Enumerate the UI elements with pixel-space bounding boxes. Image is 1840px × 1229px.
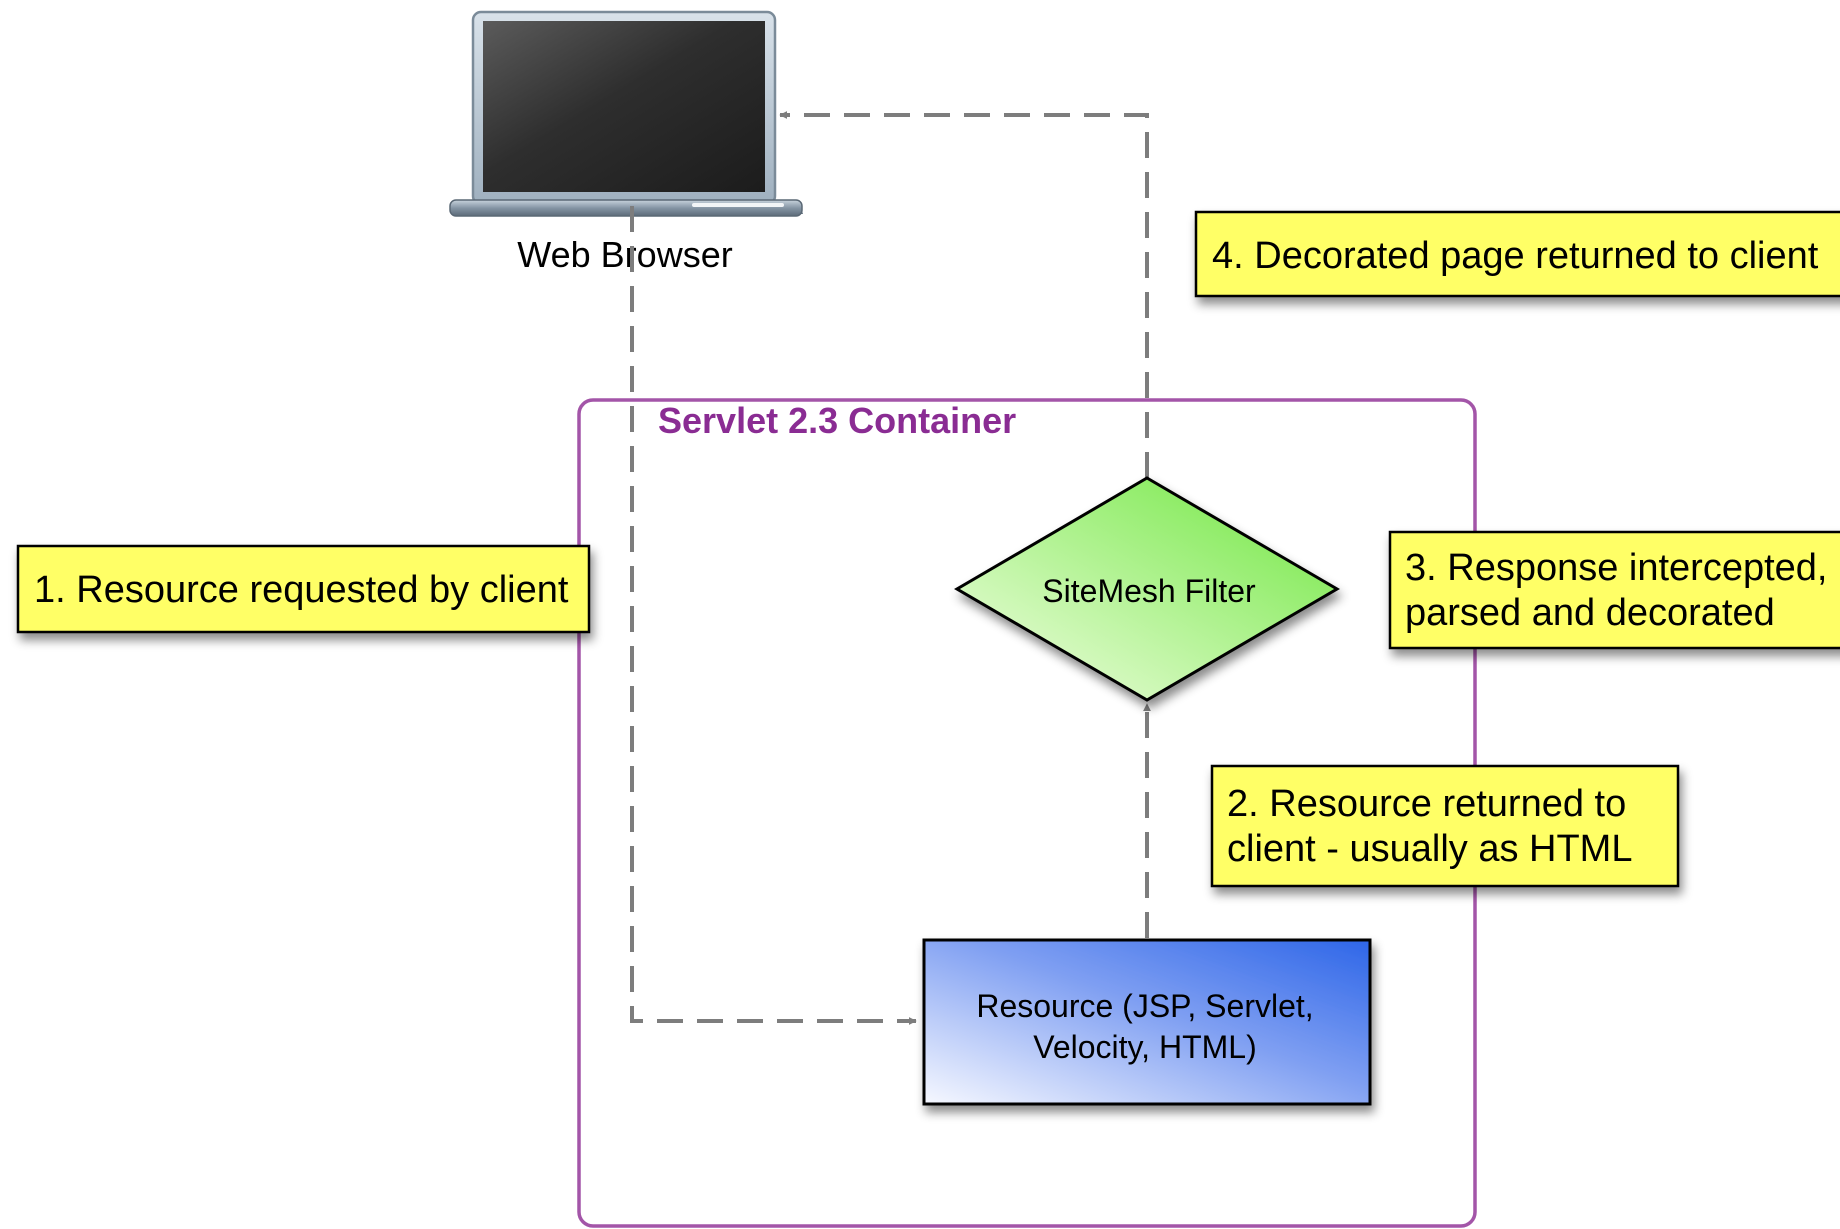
note-step-2-line1: 2. Resource returned to — [1227, 783, 1626, 825]
filter-diamond — [954, 476, 1340, 702]
web-browser-label: Web Browser — [517, 234, 732, 275]
resource-label-line1: Resource (JSP, Servlet, — [976, 988, 1313, 1024]
resource-box — [922, 938, 1372, 1106]
container-title: Servlet 2.3 Container — [658, 400, 1016, 441]
note-step-3-line1: 3. Response intercepted, — [1405, 547, 1828, 589]
note-step-3: 3. Response intercepted, parsed and deco… — [1388, 530, 1840, 650]
note-step-1: 1. Resource requested by client — [16, 544, 591, 634]
sitemesh-filter — [954, 476, 1340, 702]
laptop-icon — [449, 10, 803, 217]
note-step-4-text: 4. Decorated page returned to client — [1212, 235, 1819, 277]
note-step-2: 2. Resource returned to client - usually… — [1210, 764, 1680, 888]
note-step-1-text: 1. Resource requested by client — [34, 569, 569, 611]
filter-to-browser-connector — [779, 111, 1149, 478]
connectors — [630, 111, 1151, 1025]
web-browser-laptop: Web Browser — [449, 10, 803, 275]
note-step-2-line2: client - usually as HTML — [1227, 828, 1632, 870]
sitemesh-filter-label: SiteMesh Filter — [1042, 573, 1256, 609]
resource-label-line2: Velocity, HTML) — [1033, 1029, 1256, 1065]
request-connector — [630, 206, 917, 1025]
note-step-4: 4. Decorated page returned to client — [1194, 210, 1840, 298]
note-step-3-line2: parsed and decorated — [1405, 592, 1775, 634]
